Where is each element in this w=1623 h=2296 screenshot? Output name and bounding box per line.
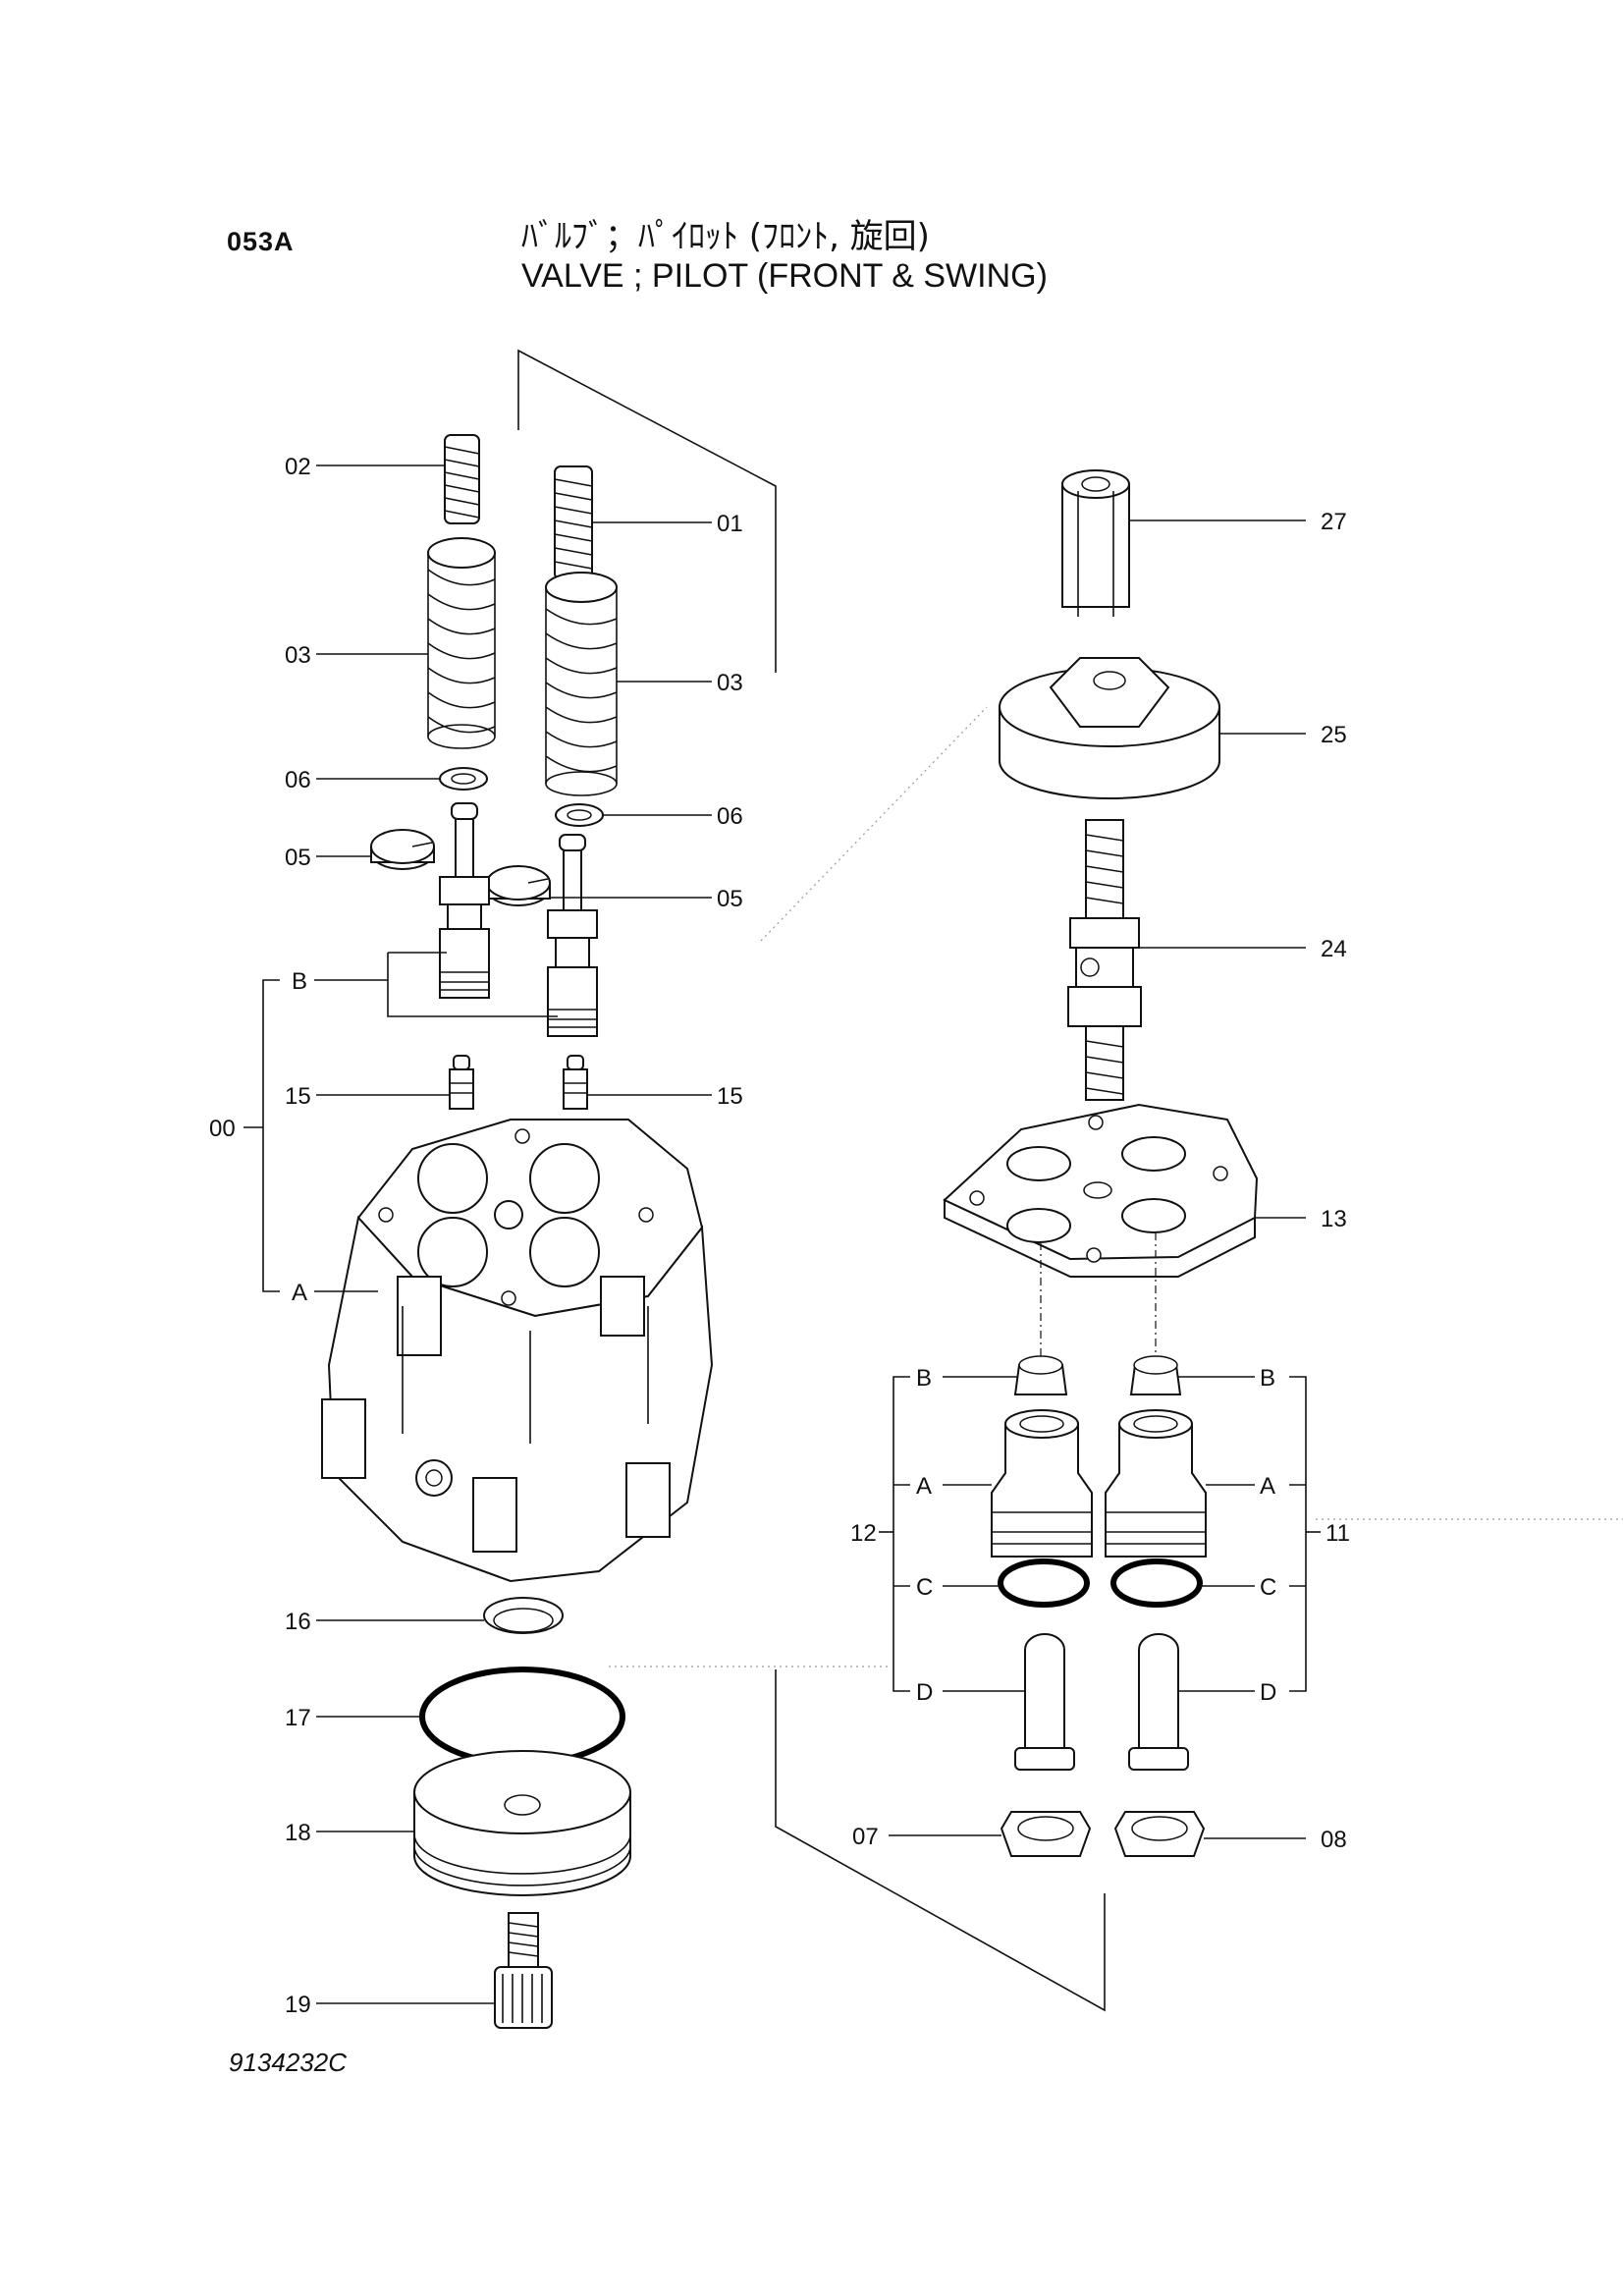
callout-27: 27 <box>1321 509 1347 535</box>
part-01-small-spring <box>554 465 593 580</box>
spool-assembly-left <box>439 802 490 999</box>
callout-15-left: 15 <box>285 1083 311 1110</box>
callout-03-right: 03 <box>717 670 743 696</box>
part-11-12-C-o-ring-right <box>1110 1558 1203 1608</box>
part-24-shaft <box>1067 819 1142 1101</box>
part-08-nut <box>1113 1811 1206 1857</box>
callout-18: 18 <box>285 1820 311 1846</box>
part-06-washer-right-hole <box>567 809 592 821</box>
callout-A-left: A <box>292 1280 307 1306</box>
part-11-12-D-piston-right <box>1128 1633 1189 1771</box>
callout-06-right: 06 <box>717 803 743 830</box>
callout-19: 19 <box>285 1992 311 2018</box>
callout-07: 07 <box>852 1824 879 1850</box>
callout-13: 13 <box>1321 1206 1347 1232</box>
callout-05-right: 05 <box>717 886 743 912</box>
part-11-12-B-cap-left <box>1013 1355 1068 1395</box>
part-16-seal <box>483 1597 564 1634</box>
part-05-clip-right <box>486 865 551 906</box>
bracket-group-00 <box>243 952 558 1292</box>
part-06-washer-left-hole <box>451 773 476 785</box>
callout-25: 25 <box>1321 722 1347 748</box>
callout-08: 08 <box>1321 1827 1347 1853</box>
callout-11: 11 <box>1325 1520 1350 1547</box>
part-05-clip-left <box>370 829 435 870</box>
callout-11-A: A <box>1260 1473 1275 1500</box>
part-00A-casing-body <box>321 1119 714 1583</box>
part-11-12-B-cap-right <box>1129 1355 1182 1395</box>
callout-00: 00 <box>209 1116 236 1142</box>
title-japanese: ﾊﾞﾙﾌﾞ；ﾊﾟｲﾛｯﾄ (ﾌﾛﾝﾄ, 旋回) <box>521 217 930 256</box>
group-bracket-upper-left <box>517 349 777 673</box>
callout-11-B: B <box>1260 1365 1275 1392</box>
drawing-number: 9134232C <box>229 2048 347 2077</box>
part-17-o-ring <box>419 1667 625 1767</box>
part-27-coupling <box>1061 469 1130 617</box>
part-15-pin-left <box>449 1055 474 1110</box>
dotted-link-24-to-body <box>760 706 988 942</box>
callout-12-C: C <box>916 1574 933 1601</box>
part-15-pin-right <box>563 1055 588 1110</box>
part-11-12-A-body-left <box>991 1409 1093 1558</box>
callout-24: 24 <box>1321 936 1347 962</box>
callout-03-left: 03 <box>285 642 311 669</box>
part-18-plate <box>413 1750 631 1896</box>
part-19-bolt <box>494 1912 553 2029</box>
callout-12-B: B <box>916 1365 932 1392</box>
callout-12: 12 <box>850 1520 877 1547</box>
callout-12-A: A <box>916 1473 932 1500</box>
callout-06-left: 06 <box>285 767 311 793</box>
part-11-12-D-piston-left <box>1014 1633 1075 1771</box>
part-25-disc <box>999 657 1220 799</box>
callout-01: 01 <box>717 511 743 537</box>
part-07-nut <box>1000 1811 1092 1857</box>
spool-assembly-right <box>547 834 598 1037</box>
callout-15-right: 15 <box>717 1083 743 1110</box>
callout-11-C: C <box>1260 1574 1276 1601</box>
callout-02: 02 <box>285 454 311 480</box>
bracket-group-12 <box>879 1376 1025 1692</box>
part-02-small-spring <box>444 434 480 524</box>
callout-11-D: D <box>1260 1679 1276 1706</box>
callout-12-D: D <box>916 1679 933 1706</box>
part-11-12-A-body-right <box>1105 1409 1207 1558</box>
callout-05-left: 05 <box>285 845 311 871</box>
part-03-large-spring-right <box>545 572 618 796</box>
part-11-12-C-o-ring-left <box>998 1558 1090 1608</box>
part-03-large-spring-left <box>427 537 496 749</box>
callout-B-left: B <box>292 968 307 995</box>
group-bracket-lower-right <box>775 1669 1106 2012</box>
bracket-group-11 <box>1178 1376 1321 1692</box>
title-english: VALVE ; PILOT (FRONT & SWING) <box>521 257 1048 295</box>
page-code: 053A <box>227 227 295 256</box>
part-13-plate <box>943 1103 1259 1278</box>
callout-16: 16 <box>285 1609 311 1635</box>
callout-17: 17 <box>285 1705 311 1731</box>
